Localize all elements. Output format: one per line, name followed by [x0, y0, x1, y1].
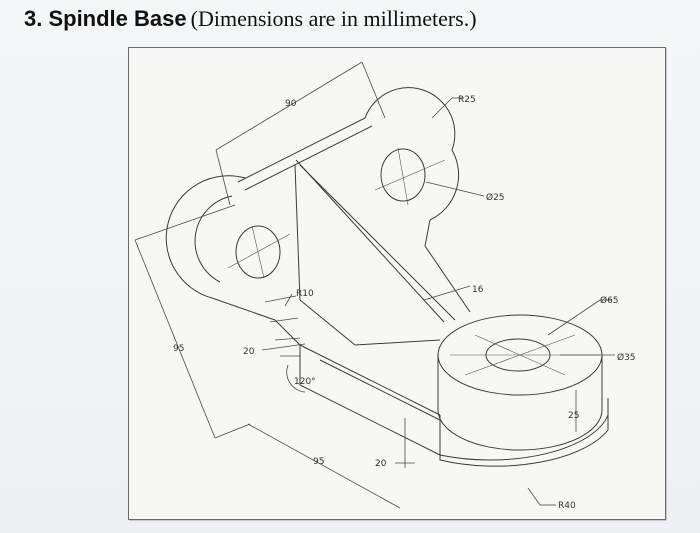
dim-dia65: Ø65 [600, 295, 619, 306]
upper-arm [237, 87, 471, 313]
dimension-lines [134, 61, 615, 509]
dim-dia25: Ø25 [486, 192, 505, 203]
dim-95-left: 95 [173, 344, 184, 354]
dimension-labels: 90 R25 Ø25 R10 16 Ø65 95 20 120° Ø35 25 … [173, 95, 636, 511]
base-plate [264, 295, 441, 456]
problem-heading: 3. Spindle Base (Dimensions are in milli… [24, 6, 477, 32]
units-note: (Dimensions are in millimeters.) [190, 6, 477, 31]
drawing-frame [128, 47, 666, 520]
dim-dia35: Ø35 [617, 352, 636, 363]
dim-r40: R40 [558, 501, 576, 511]
left-boss [165, 175, 291, 321]
dim-25: 25 [568, 411, 579, 421]
dim-r10: R10 [296, 289, 314, 299]
cylinder-boss [437, 314, 609, 467]
dim-20-bottom: 20 [375, 459, 387, 469]
dim-r25: R25 [458, 95, 476, 105]
dim-95-bottom: 95 [313, 457, 324, 467]
web-rib [294, 159, 456, 346]
dim-20-left: 20 [243, 347, 255, 357]
dim-120-deg: 120° [294, 377, 316, 387]
dim-90: 90 [285, 99, 297, 109]
dim-16: 16 [472, 285, 484, 295]
problem-title: 3. Spindle Base [24, 6, 187, 31]
